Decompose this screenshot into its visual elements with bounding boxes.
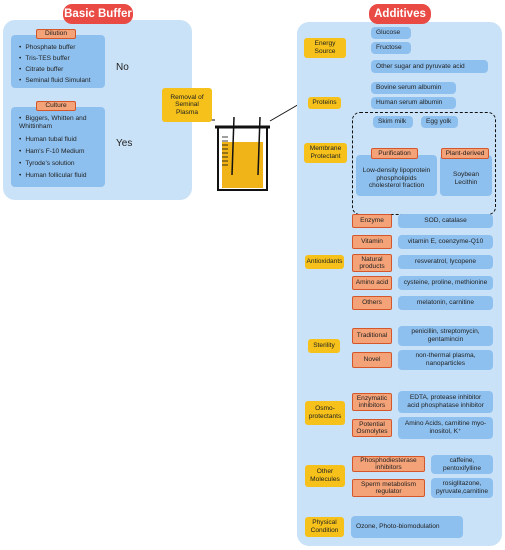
antioxidant-type: Natural products <box>352 254 392 272</box>
membrane-protectant-label: Membrane Protectant <box>304 143 347 163</box>
antioxidant-value: cysteine, proline, methionine <box>398 276 493 290</box>
basic-buffer-title: Basic Buffer <box>63 4 133 24</box>
other-molecule-type: Phosphodiesterase inhibitors <box>352 456 425 472</box>
culture-item: Tyrode's solution <box>19 158 105 170</box>
antioxidant-value: SOD, catalase <box>398 214 493 228</box>
removal-seminal-plasma: Removal of Seminal Plasma <box>162 88 212 122</box>
culture-list: Biggers, Whitten and Whittinham Human tu… <box>11 107 105 182</box>
plant-derived-text-box: Soybean Lecithin <box>440 155 492 196</box>
osmo-type: Potential Osmolytes <box>352 419 392 437</box>
dilution-item: Phosphate buffer <box>19 42 105 53</box>
antioxidant-value: resveratrol, lycopene <box>398 255 493 269</box>
osmo-value: EDTA, protease inhibitor acid phosphatas… <box>398 391 493 413</box>
other-molecule-type: Sperm metabolism regulator <box>352 479 425 497</box>
other-molecule-value: rosiglitazone, pyruvate,carnitine <box>431 478 493 498</box>
osmo-value: Amino Acids, carnitine myo-inositol, K⁺ <box>398 417 493 439</box>
sterility-type: Traditional <box>352 328 392 344</box>
sterility-value: non-thermal plasma, nanoparticles <box>398 350 493 370</box>
egg-yolk-box: Egg yolk <box>421 116 458 128</box>
purification-label: Purification <box>371 148 418 159</box>
osmo-type: Enzymatic inhibitors <box>352 393 392 411</box>
energy-source-label: Energy Source <box>304 38 346 58</box>
protein-item-hsa: Human serum albumin <box>371 97 456 109</box>
protein-item-bsa: Bovine serum albumin <box>371 82 456 94</box>
energy-item-other: Other sugar and pyruvate acid <box>371 60 488 73</box>
antioxidant-type: Enzyme <box>352 214 392 228</box>
sterility-label: Sterility <box>308 339 340 353</box>
dilution-box: Phosphate buffer Tris-TES buffer Citrate… <box>11 35 105 88</box>
antioxidant-type: Vitamin <box>352 235 392 249</box>
dilution-label: Dilution <box>36 29 76 39</box>
dilution-item: Seminal fluid Simulant <box>19 75 105 86</box>
purification-text-box: Low-density lipoprotein phospholipids ch… <box>356 155 437 196</box>
additives-title: Additives <box>369 4 431 24</box>
culture-item: Human tubal fluid <box>19 134 105 146</box>
plant-derived-label: Plant-derived <box>441 148 489 159</box>
physical-condition-value: Ozone, Photo-biomodulation <box>351 516 463 538</box>
dilution-list: Phosphate buffer Tris-TES buffer Citrate… <box>11 35 105 86</box>
antioxidant-value: vitamin E, coenzyme-Q10 <box>398 235 493 249</box>
proteins-label: Proteins <box>308 97 341 109</box>
energy-item-fructose: Fructose <box>371 42 411 54</box>
other-molecules-label: Other Molecules <box>305 465 345 487</box>
dilution-item: Tris-TES buffer <box>19 53 105 64</box>
antioxidant-value: melatonin, carnitine <box>398 296 493 310</box>
skim-milk-box: Skim milk <box>373 116 413 128</box>
other-molecule-value: caffeine, pentoxifylline <box>431 455 493 474</box>
culture-label: Culture <box>36 101 76 111</box>
culture-box: Biggers, Whitten and Whittinham Human tu… <box>11 107 105 187</box>
no-label: No <box>116 62 129 73</box>
antioxidant-type: Amino acid <box>352 276 392 290</box>
dilution-item: Citrate buffer <box>19 64 105 75</box>
sterility-value: penicillin, streptomycin, gentamincin <box>398 326 493 346</box>
culture-item: Biggers, Whitten and Whittinham <box>19 115 105 134</box>
antioxidants-label: Antioxidants <box>305 255 344 269</box>
beaker-icon <box>215 116 270 191</box>
culture-item: Ham's F-10 Medium <box>19 146 105 158</box>
yes-label: Yes <box>116 138 133 149</box>
sterility-type: Novel <box>352 352 392 368</box>
physical-condition-label: Physical Condition <box>305 517 344 537</box>
osmoprotectants-label: Osmo-protectants <box>305 401 345 425</box>
culture-item: Human follicular fluid <box>19 170 105 182</box>
antioxidant-type: Others <box>352 296 392 310</box>
energy-item-glucose: Glucose <box>371 27 411 39</box>
